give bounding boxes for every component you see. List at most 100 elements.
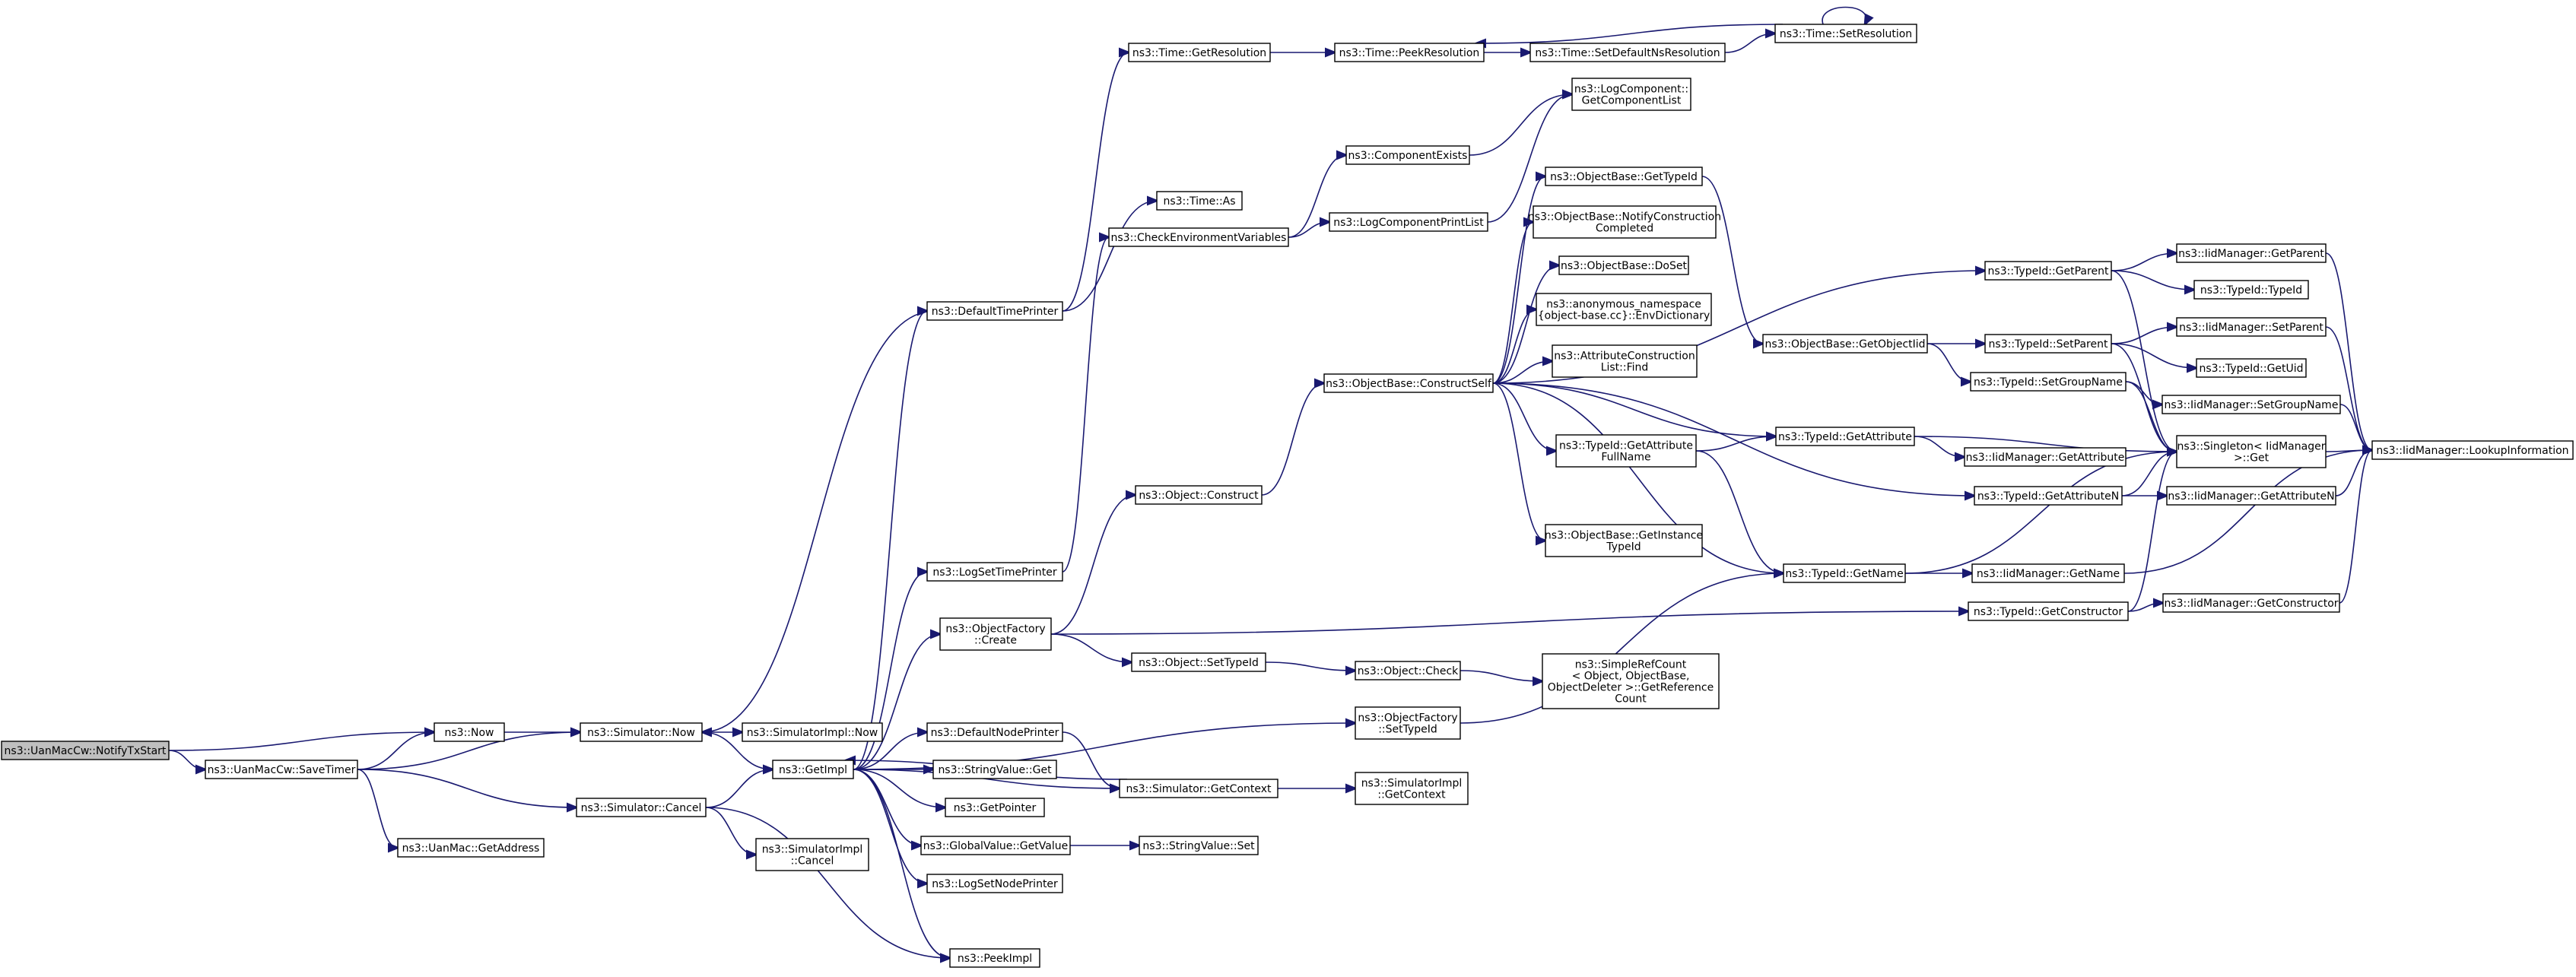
node-box [2166,486,2336,506]
node-label: ns3::TypeId::GetAttribute [1778,431,1912,443]
node-box [1533,205,1717,239]
edge-getimpl-to-logsettimeprinter [853,572,927,770]
node-timepeekres[interactable]: ns3::Time::PeekResolution [1334,43,1485,62]
node-logcompprintlist[interactable]: ns3::LogComponentPrintList [1329,212,1488,232]
node-typeidgetuid[interactable]: ns3::TypeId::GetUid [2196,358,2307,378]
node-typeidgetname[interactable]: ns3::TypeId::GetName [1783,563,1906,583]
node-typeidgetctor[interactable]: ns3::TypeId::GetConstructor [1968,601,2129,621]
node-iidgetattrn[interactable]: ns3::IidManager::GetAttributeN [2166,486,2336,506]
node-label: ns3::anonymous_namespace [1546,299,1701,311]
node-iidgetname[interactable]: ns3::IidManager::GetName [1971,563,2125,583]
node-box [2176,243,2327,263]
node-singletonget[interactable]: ns3::Singleton< IidManager >::Get [2176,435,2327,468]
node-objbasedoset[interactable]: ns3::ObjectBase::DoSet [1558,255,1689,275]
edge-getimpl-to-peekimpl [853,769,950,958]
node-globalvalueget[interactable]: ns3::GlobalValue::GetValue [920,836,1071,855]
node-cancel[interactable]: ns3::Simulator::Cancel [576,798,707,817]
node-checkenv[interactable]: ns3::CheckEnvironmentVariables [1108,227,1289,247]
node-getimpl[interactable]: ns3::GetImpl [772,760,854,779]
node-objbasegettypeid[interactable]: ns3::ObjectBase::GetTypeId [1545,167,1703,186]
node-simimplnow[interactable]: ns3::SimulatorImpl::Now [742,722,883,742]
node-simplerefcount[interactable]: ns3::SimpleRefCount< Object, ObjectBase,… [1542,653,1720,709]
edge-iidsetgroup-to-iidlookup [2339,404,2372,450]
edge-notify-to-savetimer [168,750,205,769]
node-notify[interactable]: ns3::UanMacCw::NotifyTxStart [1,741,170,760]
node-objbaseconstructself[interactable]: ns3::ObjectBase::ConstructSelf [1323,373,1494,393]
node-defaulttimeprinter[interactable]: ns3::DefaultTimePrinter [926,301,1063,321]
node-label: ns3::PeekImpl [958,953,1032,965]
edge-objbasegettypeid-to-objbasegetobjectiid [1701,176,1763,344]
node-getaddress[interactable]: ns3::UanMac::GetAddress [397,838,545,858]
node-box [1984,261,2112,281]
node-box [2161,395,2341,414]
node-label: ns3::Object::SetTypeId [1139,657,1259,669]
node-logcompgetlist[interactable]: ns3::LogComponent::GetComponentList [1571,78,1691,111]
node-timeas[interactable]: ns3::Time::As [1156,191,1243,211]
node-objsettypeid[interactable]: ns3::Object::SetTypeId [1131,652,1266,672]
node-now[interactable]: ns3::Now [434,722,505,742]
node-defaultnodeprinter[interactable]: ns3::DefaultNodePrinter [926,722,1063,742]
node-label: ns3::Now [445,727,494,739]
node-savetimer[interactable]: ns3::UanMacCw::SaveTimer [205,760,358,779]
node-box [1131,652,1266,672]
node-iidsetgroup[interactable]: ns3::IidManager::SetGroupName [2161,395,2341,414]
node-typeidsetparent[interactable]: ns3::TypeId::SetParent [1984,334,2112,354]
node-label: ns3::ObjectBase::ConstructSelf [1326,378,1492,390]
node-label: Completed [1596,223,1653,235]
node-stringvalueset[interactable]: ns3::StringValue::Set [1139,836,1259,855]
edge-objcheck-to-simplerefcount [1460,670,1542,681]
node-label: ns3::ComponentExists [1348,150,1468,162]
node-timesetres[interactable]: ns3::Time::SetResolution [1774,24,1917,43]
node-typeidsetgroup[interactable]: ns3::TypeId::SetGroupName [1970,372,2127,392]
node-objcheck[interactable]: ns3::Object::Check [1355,661,1461,680]
node-logsetnodeprinter[interactable]: ns3::LogSetNodePrinter [926,874,1063,893]
node-objbasenotify[interactable]: ns3::ObjectBase::NotifyConstructionCompl… [1528,205,1721,239]
node-simnow[interactable]: ns3::Simulator::Now [580,722,703,742]
node-timegetres[interactable]: ns3::Time::GetResolution [1128,43,1271,62]
node-simgetcontext[interactable]: ns3::Simulator::GetContext [1119,779,1278,798]
node-iidgetctor[interactable]: ns3::IidManager::GetConstructor [2162,593,2340,613]
edge-iidgetctor-to-iidlookup [2339,450,2372,604]
node-timesetdefaultns[interactable]: ns3::Time::SetDefaultNsResolution [1529,43,1726,62]
node-typeidgetattr[interactable]: ns3::TypeId::GetAttribute [1775,427,1915,446]
edge-objbaseconstructself-to-objbasegetinst [1492,382,1545,541]
edge-objbaseconstructself-to-envdict [1492,309,1536,384]
node-objconstruct[interactable]: ns3::Object::Construct [1135,485,1263,505]
node-stringvalueget[interactable]: ns3::StringValue::Get [932,760,1057,779]
node-iidgetattr[interactable]: ns3::IidManager::GetAttribute [1964,447,2127,467]
node-label: ns3::ObjectFactory [945,623,1045,636]
node-label: GetComponentList [1582,95,1682,107]
edge-typeidgetctor-to-iidgetctor [2127,603,2163,612]
edge-logcompprintlist-to-logcompgetlist [1487,94,1572,223]
node-label: ns3::IidManager::LookupInformation [2376,445,2568,457]
node-iidgetparent[interactable]: ns3::IidManager::GetParent [2176,243,2327,263]
node-typeidtypeid[interactable]: ns3::TypeId::TypeId [2193,280,2309,300]
node-typeidgetattrn[interactable]: ns3::TypeId::GetAttributeN [1974,486,2123,506]
node-logsettimeprinter[interactable]: ns3::LogSetTimePrinter [926,562,1063,582]
node-iidlookup[interactable]: ns3::IidManager::LookupInformation [2371,440,2574,460]
node-componentexists[interactable]: ns3::ComponentExists [1345,145,1470,165]
node-objfactorycreate[interactable]: ns3::ObjectFactory::Create [939,617,1052,651]
node-simimplcancel[interactable]: ns3::SimulatorImpl::Cancel [755,838,869,871]
node-objbasegetobjectiid[interactable]: ns3::ObjectBase::GetObjectIid [1762,334,1928,354]
edge-savetimer-to-simnow [357,732,580,770]
node-peekimpl[interactable]: ns3::PeekImpl [949,948,1040,968]
node-box [939,617,1052,651]
node-label: ns3::TypeId::GetAttributeN [1977,490,2119,503]
node-typeidgetparent[interactable]: ns3::TypeId::GetParent [1984,261,2112,281]
node-getpointer[interactable]: ns3::GetPointer [945,798,1045,817]
node-envdict[interactable]: ns3::anonymous_namespace{object-base.cc}… [1536,293,1712,326]
node-label: ns3::TypeId::GetParent [1988,265,2109,278]
node-box [205,760,358,779]
node-box [1139,836,1259,855]
node-label: ns3::Time::GetResolution [1132,47,1266,59]
node-label: ns3::Simulator::Cancel [581,802,702,814]
edge-objsettypeid-to-objcheck [1265,661,1355,671]
node-simimplgetcontext[interactable]: ns3::SimulatorImpl::GetContext [1355,772,1469,805]
node-objfactorysettypeid[interactable]: ns3::ObjectFactory::SetTypeId [1355,706,1461,740]
node-label: ::Cancel [791,855,834,868]
node-iidsetparent[interactable]: ns3::IidManager::SetParent [2176,317,2327,337]
